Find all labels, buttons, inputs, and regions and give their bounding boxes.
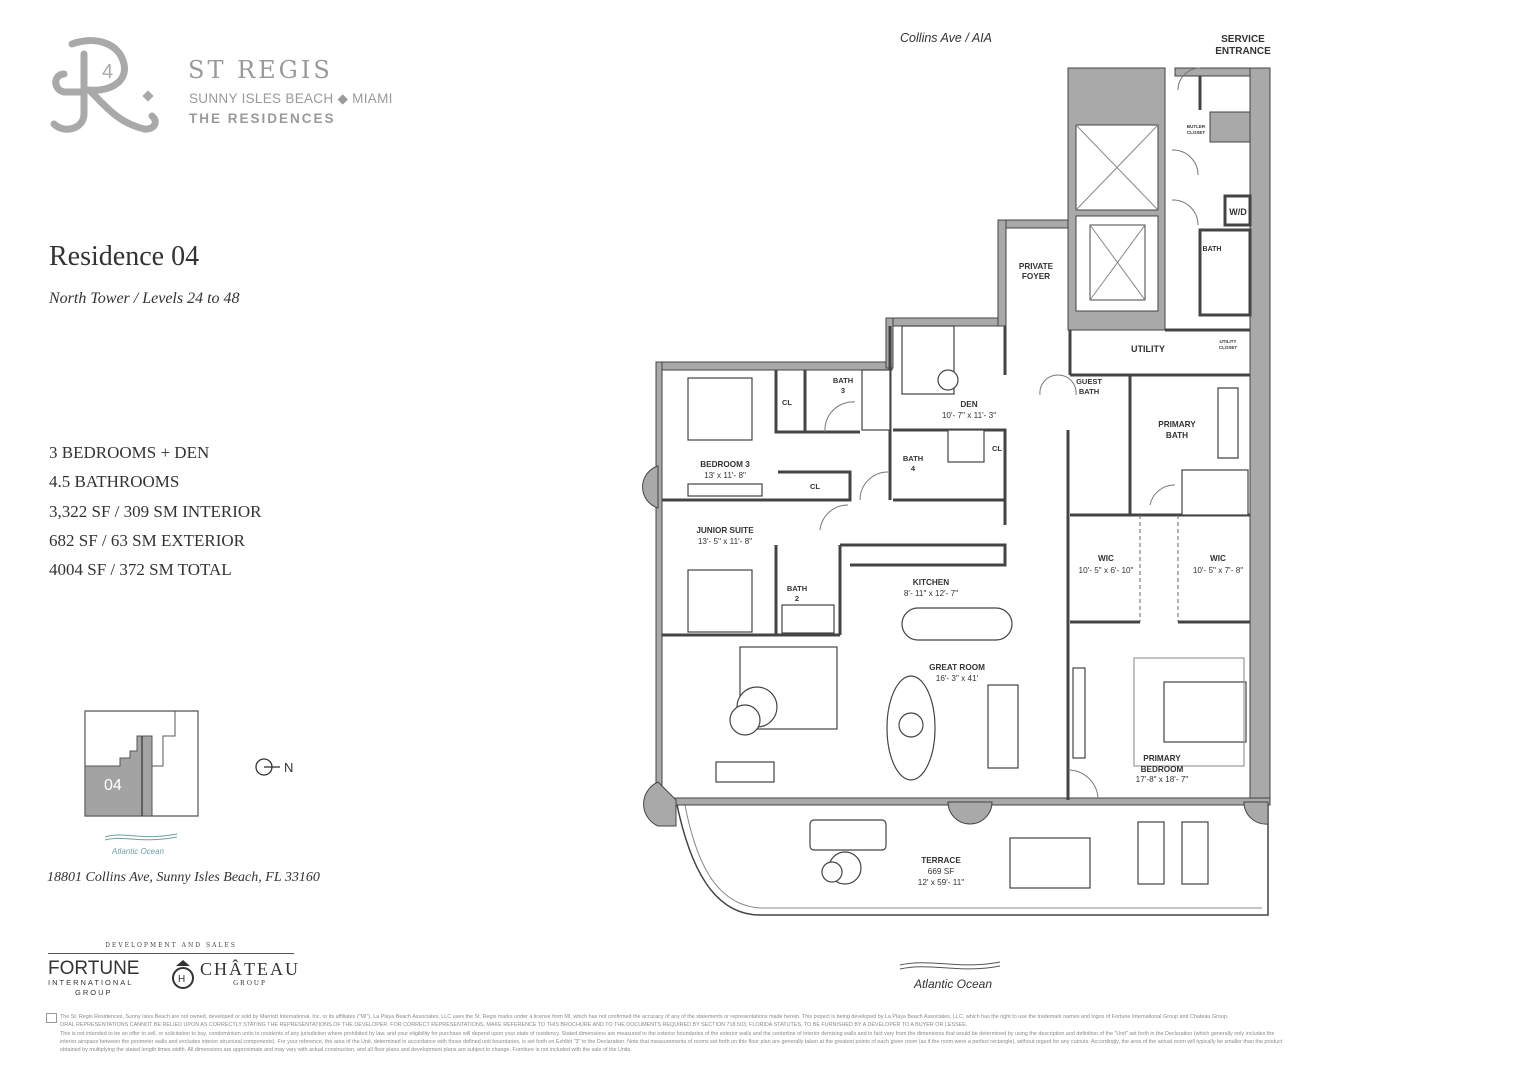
spec-bathrooms: 4.5 BATHROOMS xyxy=(49,472,180,492)
key-plan: 04 Atlantic Ocean N xyxy=(84,710,293,856)
chateau-crest-icon: H xyxy=(172,960,194,989)
svg-text:ENTRANCE: ENTRANCE xyxy=(1215,46,1271,57)
svg-text:12' x 59'- 11": 12' x 59'- 11" xyxy=(918,878,964,887)
svg-text:2: 2 xyxy=(795,594,799,603)
kitchen-island xyxy=(901,607,1013,641)
bathtub xyxy=(1217,387,1239,459)
svg-text:H: H xyxy=(178,974,185,985)
svg-text:669 SF: 669 SF xyxy=(928,867,954,876)
svg-text:TERRACE: TERRACE xyxy=(921,856,961,865)
svg-text:CL: CL xyxy=(782,398,792,407)
svg-text:UTILITY: UTILITY xyxy=(1220,339,1237,344)
brand-tagline: THE RESIDENCES xyxy=(189,111,336,126)
svg-text:UTILITY: UTILITY xyxy=(1131,344,1165,354)
svg-text:4: 4 xyxy=(911,464,916,473)
brand-location: SUNNY ISLES BEACH ◆ MIAMI xyxy=(189,91,393,106)
svg-text:10'- 5" x 7'- 8": 10'- 5" x 7'- 8" xyxy=(1193,566,1243,575)
residence-subtitle: North Tower / Levels 24 to 48 xyxy=(49,290,240,307)
brand-name: ST REGIS xyxy=(188,56,333,84)
terrace-sofa xyxy=(809,819,887,851)
north-arrow-icon: N xyxy=(255,758,293,776)
svg-text:17'-8" x 18'- 7": 17'-8" x 18'- 7" xyxy=(1136,775,1189,784)
residence-specs: 3 BEDROOMS + DEN 4.5 BATHROOMS 3,322 SF … xyxy=(49,438,262,584)
svg-text:WIC: WIC xyxy=(1210,554,1226,563)
svg-text:PRIMARY: PRIMARY xyxy=(1158,420,1196,429)
svg-text:BATH: BATH xyxy=(1079,387,1099,396)
primary-bed xyxy=(1163,681,1247,743)
svg-text:BATH: BATH xyxy=(1166,431,1188,440)
svg-text:GUEST: GUEST xyxy=(1076,377,1102,386)
address: 18801 Collins Ave, Sunny Isles Beach, FL… xyxy=(47,870,320,885)
svg-text:CLOSET: CLOSET xyxy=(1187,130,1206,135)
spec-bedrooms: 3 BEDROOMS + DEN xyxy=(49,443,210,462)
svg-text:DEN: DEN xyxy=(960,400,977,409)
furniture xyxy=(687,325,1249,889)
keyplan-ocean-label: Atlantic Ocean xyxy=(111,847,165,856)
keyplan-unit-label: 04 xyxy=(104,777,122,794)
bed-junior-suite xyxy=(687,569,753,633)
terrace-dining xyxy=(1009,837,1091,889)
svg-text:4: 4 xyxy=(102,61,113,83)
svg-text:BUTLER: BUTLER xyxy=(1187,124,1206,129)
interior-walls xyxy=(662,76,1252,800)
svg-text:10'- 5" x 6'- 10": 10'- 5" x 6'- 10" xyxy=(1079,566,1134,575)
svg-text:GREAT ROOM: GREAT ROOM xyxy=(929,663,985,672)
svg-text:W/D: W/D xyxy=(1229,207,1247,217)
svg-text:PRIMARY: PRIMARY xyxy=(1143,754,1181,763)
svg-text:CL: CL xyxy=(810,482,820,491)
svg-text:BATH: BATH xyxy=(1203,246,1222,253)
great-room-sofa xyxy=(987,684,1019,769)
elevator-shafts xyxy=(1075,124,1159,312)
svg-text:FOYER: FOYER xyxy=(1022,272,1050,281)
residence-title: Residence 04 xyxy=(49,241,200,272)
svg-text:10'- 7" x 11'- 3": 10'- 7" x 11'- 3" xyxy=(942,411,996,420)
floor-plan: Collins Ave / AIA SERVICE ENTRANCE xyxy=(642,31,1271,991)
svg-text:3: 3 xyxy=(841,386,845,395)
chateau-logo: CHÂTEAU GROUP xyxy=(200,959,300,987)
svg-text:CLOSET: CLOSET xyxy=(1219,345,1238,350)
svg-text:16'- 3" x 41': 16'- 3" x 41' xyxy=(936,674,979,683)
ocean-label: Atlantic Ocean xyxy=(899,961,1001,991)
legal-disclaimer: The St. Regis Residences, Sunny Isles Be… xyxy=(60,1014,1283,1054)
bed-bedroom3 xyxy=(687,377,753,441)
svg-text:KITCHEN: KITCHEN xyxy=(913,578,949,587)
svg-text:8'- 11" x 12'- 7": 8'- 11" x 12'- 7" xyxy=(904,589,958,598)
svg-text:CL: CL xyxy=(992,444,1002,453)
spec-exterior: 682 SF / 63 SM EXTERIOR xyxy=(49,530,245,550)
spec-total: 4004 SF / 372 SM TOTAL xyxy=(49,560,232,580)
development-sales-heading: DEVELOPMENT AND SALES xyxy=(48,942,294,954)
st-regis-monogram-logo: R 4 4 xyxy=(50,37,159,133)
plan-labels-top: Collins Ave / AIA SERVICE ENTRANCE xyxy=(900,31,1271,57)
fortune-logo: FORTUNE INTERNATIONAL GROUP xyxy=(48,958,140,997)
svg-text:PRIVATE: PRIVATE xyxy=(1019,262,1054,271)
svg-text:BEDROOM: BEDROOM xyxy=(1141,765,1184,774)
equal-housing-icon xyxy=(46,1013,57,1023)
svg-text:BEDROOM 3: BEDROOM 3 xyxy=(700,460,750,469)
door-swings xyxy=(819,67,1201,799)
svg-text:SERVICE: SERVICE xyxy=(1221,34,1265,45)
svg-text:JUNIOR SUITE: JUNIOR SUITE xyxy=(696,526,754,535)
street-label: Collins Ave / AIA xyxy=(900,31,992,45)
spec-interior: 3,322 SF / 309 SM INTERIOR xyxy=(49,501,262,521)
svg-text:WIC: WIC xyxy=(1098,554,1114,563)
svg-text:BATH: BATH xyxy=(787,584,807,593)
svg-text:13'- 5" x 11'- 8": 13'- 5" x 11'- 8" xyxy=(698,537,752,546)
svg-text:N: N xyxy=(284,760,293,775)
structural-columns xyxy=(642,465,1269,827)
svg-text:13' x 11'- 8": 13' x 11'- 8" xyxy=(704,471,746,480)
room-labels: PRIVATE FOYER UTILITY BUTLER CLOSET W/D … xyxy=(696,124,1247,887)
svg-text:BATH: BATH xyxy=(833,376,853,385)
svg-text:BATH: BATH xyxy=(903,454,923,463)
svg-text:Atlantic Ocean: Atlantic Ocean xyxy=(913,977,992,991)
